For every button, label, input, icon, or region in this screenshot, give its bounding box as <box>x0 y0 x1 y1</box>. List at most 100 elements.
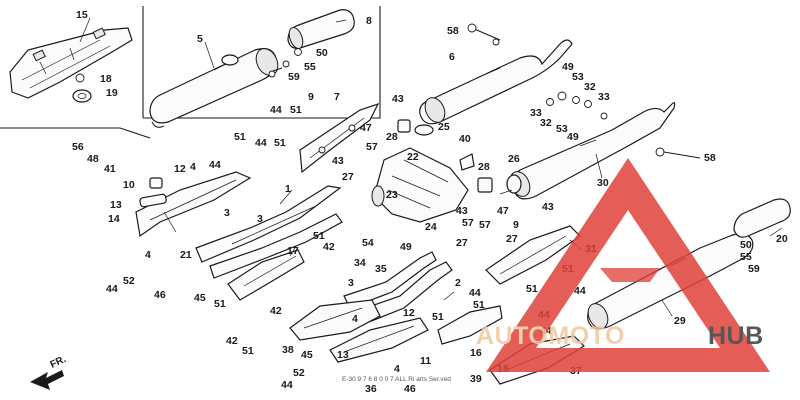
callout-1: 1 <box>285 183 291 195</box>
callout-26: 26 <box>508 153 520 165</box>
callout-32b: 32 <box>540 117 552 129</box>
callout-40: 40 <box>459 133 471 145</box>
callout-16b: 16 <box>470 347 482 359</box>
callout-28a: 28 <box>386 131 398 143</box>
callout-51c: 51 <box>274 137 286 149</box>
callout-46a: 46 <box>154 289 166 301</box>
callout-47c: 47 <box>497 205 509 217</box>
callout-49c: 49 <box>400 241 412 253</box>
callout-44d: 44 <box>209 159 221 171</box>
bolt-58-right <box>655 147 701 159</box>
callout-4d: 4 <box>394 363 400 375</box>
callout-4a: 4 <box>190 161 196 173</box>
callout-19: 19 <box>106 87 118 99</box>
bracket-17 <box>227 249 305 301</box>
callout-57b: 57 <box>479 219 491 231</box>
callout-15: 15 <box>76 9 88 21</box>
callout-57c: 57 <box>462 217 474 229</box>
callout-27a: 27 <box>342 171 354 183</box>
callout-7: 7 <box>334 91 340 103</box>
callout-54a: 54 <box>362 237 374 249</box>
watermark-triangle-icon <box>486 158 770 372</box>
callout-13b: 13 <box>337 349 349 361</box>
heat-shield-15 <box>9 27 133 99</box>
end-cap-8 <box>287 9 355 50</box>
callout-51f: 51 <box>242 345 254 357</box>
callout-36: 36 <box>365 383 377 395</box>
callout-42c: 42 <box>226 335 238 347</box>
bolt-58-upper <box>467 23 501 46</box>
callout-52b: 52 <box>293 367 305 379</box>
callout-3b: 3 <box>257 213 263 225</box>
callout-45b: 45 <box>301 349 313 361</box>
callout-42a: 42 <box>323 241 335 253</box>
callout-51j: 51 <box>526 283 538 295</box>
callout-49a: 49 <box>562 61 574 73</box>
callout-56: 56 <box>72 141 84 153</box>
callout-58b: 58 <box>704 152 716 164</box>
callout-11: 11 <box>420 355 431 367</box>
callout-27c: 27 <box>456 237 468 249</box>
callout-50a: 50 <box>316 47 328 59</box>
callout-55b: 55 <box>740 251 752 263</box>
callout-51d: 51 <box>313 230 325 242</box>
callout-8: 8 <box>366 15 372 27</box>
gasket-26 <box>506 174 522 194</box>
heat-shield-14 <box>135 171 252 238</box>
callout-29: 29 <box>674 315 686 327</box>
callout-6: 6 <box>449 51 455 63</box>
pipe-13 <box>139 193 167 208</box>
gasket-25 <box>414 124 434 136</box>
callout-59a: 59 <box>288 71 300 83</box>
callout-13a: 13 <box>110 199 122 211</box>
callout-25: 25 <box>438 121 450 133</box>
callout-59b: 59 <box>748 263 760 275</box>
callout-17: 17 <box>287 245 299 257</box>
callout-14: 14 <box>108 213 120 225</box>
callout-42b: 42 <box>270 305 282 317</box>
callout-51a: 51 <box>290 104 302 116</box>
callout-43d: 43 <box>456 205 468 217</box>
callout-44h: 44 <box>469 287 481 299</box>
callout-44f: 44 <box>281 379 293 391</box>
muffler-5 <box>149 48 279 128</box>
callout-3a: 3 <box>224 207 230 219</box>
callout-33a: 33 <box>598 91 610 103</box>
callout-58a: 58 <box>447 25 459 37</box>
callout-3c: 3 <box>348 277 354 289</box>
callout-45a: 45 <box>194 292 206 304</box>
callout-4c: 4 <box>352 313 358 325</box>
callout-24: 24 <box>425 221 437 233</box>
bolts-50-55-59 <box>268 48 302 78</box>
callout-30: 30 <box>597 177 609 189</box>
callout-10: 10 <box>123 179 135 191</box>
callout-49b: 49 <box>567 131 579 143</box>
heat-shield-13-lower <box>329 317 429 363</box>
callout-46b: 46 <box>404 383 416 395</box>
heat-shield-7 <box>299 102 380 174</box>
callout-12b: 12 <box>403 307 415 319</box>
callout-2: 2 <box>455 277 461 289</box>
callout-18: 18 <box>100 73 112 85</box>
watermark-logo: AUTOMOTO HUB <box>476 158 770 372</box>
callout-51h: 51 <box>473 299 485 311</box>
callout-43c: 43 <box>542 201 554 213</box>
callout-51b: 51 <box>234 131 246 143</box>
bolt-18 <box>75 73 85 83</box>
callout-48: 48 <box>87 153 99 165</box>
watermark-text-2: HUB <box>708 322 764 350</box>
callout-32a: 32 <box>584 81 596 93</box>
callout-43b: 43 <box>332 155 344 167</box>
callout-28b: 28 <box>478 161 490 173</box>
grommet-19 <box>72 89 92 103</box>
callout-44g: 44 <box>574 285 586 297</box>
callout-41: 41 <box>104 163 116 175</box>
callout-5: 5 <box>197 33 203 45</box>
callout-44a: 44 <box>270 104 282 116</box>
callout-47a: 47 <box>360 122 372 134</box>
inset-frame-center <box>143 6 381 119</box>
callout-35: 35 <box>375 263 387 275</box>
watermark-text-1: AUTOMOTO <box>476 322 625 350</box>
